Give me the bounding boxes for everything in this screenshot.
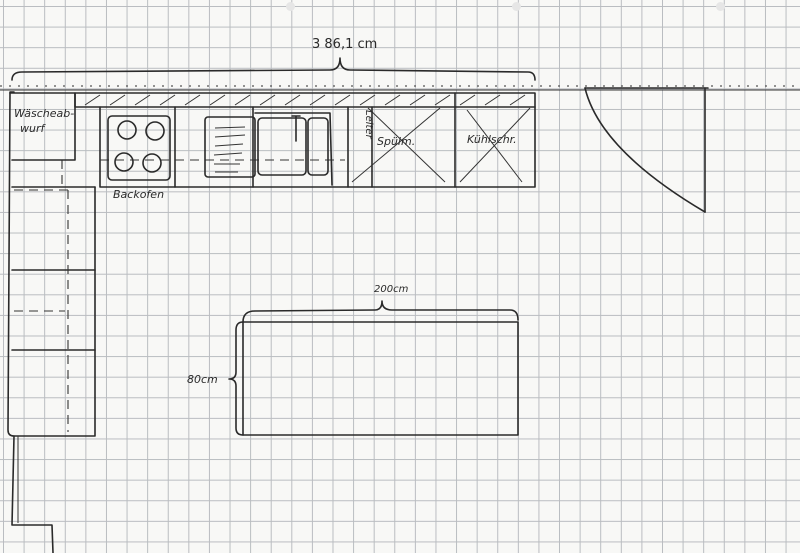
sink-basin [257,117,307,176]
ladder-label: Leiter [363,110,374,139]
dishwasher-label: Spülm. [377,135,416,148]
faucet-icon [291,115,301,142]
dishwasher-cross [367,107,446,183]
cooktop [107,115,171,181]
island-depth-label: 80cm [187,373,218,386]
drainboard [204,116,256,178]
fridge-cross [466,109,523,183]
oven-label: Backofen [113,188,165,201]
drainboard-ridges [213,126,246,173]
door-swing-arc [584,87,706,213]
total-width-label: 3 86,1 cm [312,37,378,52]
countertop-hatched [74,92,536,108]
laundry-chute-label-2: wurf [20,122,45,135]
cabinet-row [99,106,536,188]
fridge-cross [459,107,531,183]
punch-hole [286,2,295,11]
laundry-chute-label: Wäscheab- [14,107,75,120]
wall-lower [11,435,54,553]
kitchen-island [242,321,519,436]
punch-hole [716,2,725,11]
burner [117,120,137,140]
burner [145,121,165,141]
punch-hole [512,2,521,11]
small-basin [307,117,329,176]
island-depth-brace [228,321,244,436]
island-width-brace [242,300,519,323]
countertop-hatching [84,94,526,106]
width-brace [11,57,536,81]
laundry-chute-box [9,92,76,161]
burner [142,153,162,173]
l-counter-outline [7,91,96,437]
sink-unit-outline [254,112,333,186]
burner [114,152,134,172]
dishwasher-cross [351,107,441,183]
fridge-label: Kühlschr. [467,133,517,146]
island-width-label: 200cm [374,284,409,295]
